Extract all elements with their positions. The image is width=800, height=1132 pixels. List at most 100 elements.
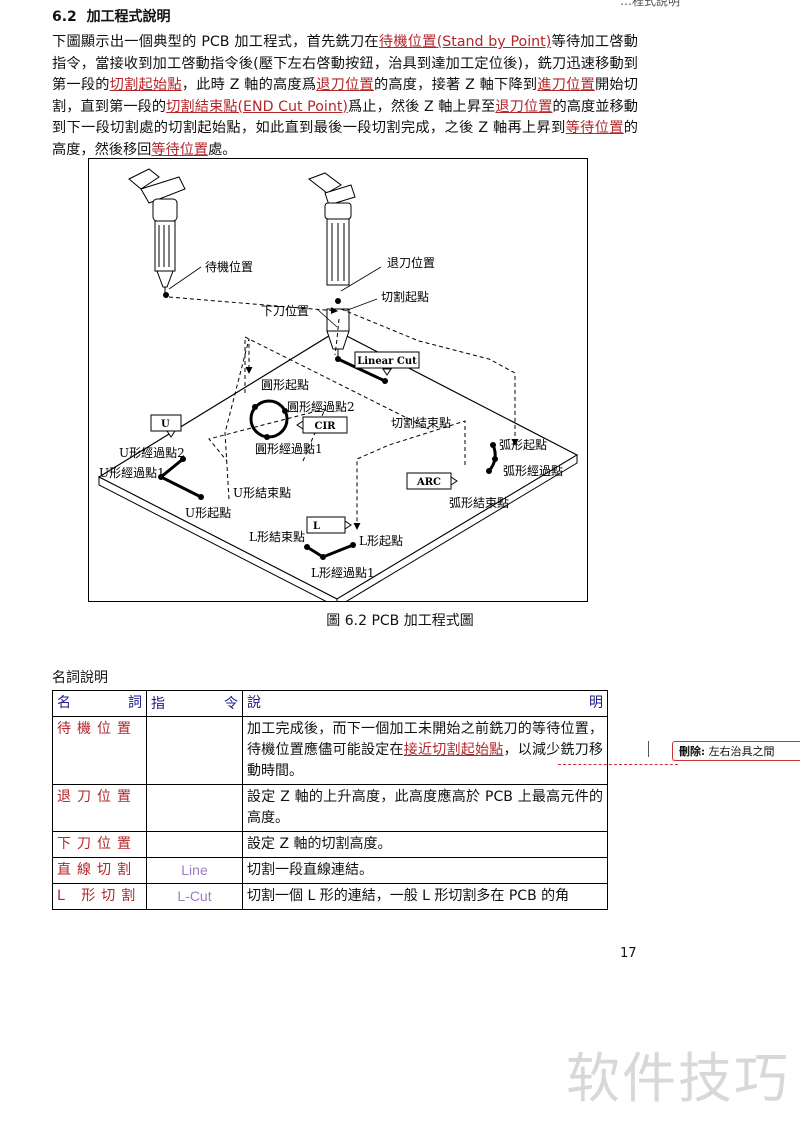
paragraph-text: 處。 (208, 141, 237, 158)
term-description: 切割一個 L 形的連結，一般 L 形切割多在 PCB 的角 (242, 883, 608, 910)
term-link[interactable]: 待機位置(Stand by Point) (378, 34, 552, 50)
description-text: 設定 Z 軸的切割高度。 (247, 836, 392, 852)
term-link[interactable]: 退刀位置 (316, 77, 374, 93)
label-u-pass1: U形經過點1 (99, 466, 165, 480)
svg-text:Linear Cut: Linear Cut (357, 356, 417, 367)
header-name: 名詞 (52, 690, 147, 717)
revision-connector (558, 764, 678, 765)
term-link[interactable]: 等待位置 (565, 120, 624, 136)
section-title: 6.2 加工程式說明 (52, 6, 171, 26)
label-u-start: U形起點 (185, 506, 231, 520)
label-cut-end: 切割結束點 (391, 415, 451, 430)
terms-table: 名詞 指令 說明 待機位置 加工完成後，而下一個加工未開始之前銑刀的等待位置，待機… (52, 690, 608, 910)
paragraph-text: 開始切割，直到第一段的 (52, 77, 638, 115)
table-header-row: 名詞 指令 說明 (52, 690, 608, 717)
label-cut-start: 切割起點 (381, 289, 429, 304)
table-row: 退刀位置 設定 Z 軸的上升高度，此高度應高於 PCB 上最高元件的高度。 (52, 784, 608, 832)
revision-balloon[interactable]: 刪除: 左右治具之間 (672, 741, 800, 761)
label-retract: 退刀位置 (387, 255, 435, 270)
l-label: L (306, 516, 352, 534)
table-row: 下刀位置 設定 Z 軸的切割高度。 (52, 831, 608, 858)
label-standby: 待機位置 (205, 259, 253, 274)
term-description: 加工完成後，而下一個加工未開始之前銑刀的等待位置，待機位置應儘可能設定在接近切割… (242, 716, 608, 785)
paragraph-text: ，此時 Z 軸的高度爲 (181, 77, 317, 93)
intro-paragraph: 下圖顯示出一個典型的 PCB 加工程式，首先銑刀在待機位置(Stand by P… (52, 32, 638, 161)
cutter-retract-icon (307, 172, 356, 286)
paragraph-text: 的高度，接著 Z 軸下降到 (373, 77, 538, 93)
arc-label: ARC (406, 472, 458, 490)
pcb-board (97, 330, 579, 608)
label-l-end: L形結束點 (249, 530, 305, 544)
page-number: 17 (620, 946, 637, 961)
label-l-start: L形起點 (359, 534, 403, 548)
linear-cut-label: Linear Cut (354, 351, 420, 376)
term-link[interactable]: 等待位置 (151, 141, 209, 158)
paragraph-text: 的高度並移動到下一段切割處的切割起始點，如此直到最後一段切割完成，之後 Z 軸再… (52, 98, 638, 137)
svg-text:CIR: CIR (315, 421, 337, 432)
header-desc: 說明 (242, 690, 608, 717)
cir-label: CIR (296, 416, 348, 434)
label-l-pass1: L形經過點1 (311, 566, 375, 580)
term-link[interactable]: 退刀位置 (495, 98, 553, 115)
revision-bar (648, 741, 649, 757)
label-circle-pass2: 圓形經過點2 (287, 400, 355, 414)
description-text: 切割一段直線連結。 (247, 862, 373, 878)
watermark: 软件技巧 (566, 1047, 790, 1110)
cutter-lower-icon (326, 308, 350, 357)
term-name: 待機位置 (52, 716, 147, 785)
paragraph-text: 爲止，然後 Z 軸上昇至 (347, 98, 496, 115)
svg-text:U: U (161, 419, 170, 430)
label-arc-start: 弧形起點 (499, 438, 547, 452)
travel-paths (168, 296, 519, 530)
label-circle-pass1: 圓形經過點1 (255, 442, 323, 456)
term-name: 退刀位置 (52, 784, 147, 832)
description-text: ，以減少銑刀移動時間。 (247, 742, 603, 779)
term-link[interactable]: 進刀位置 (537, 77, 595, 93)
cutter-standby-icon (128, 168, 186, 295)
label-circle-start: 圓形起點 (261, 378, 309, 392)
paragraph-text: 下圖顯示出一個典型的 PCB 加工程式，首先銑刀在 (52, 34, 379, 50)
figure-caption: 圖 6.2 PCB 加工程式圖 (326, 613, 474, 629)
running-header: …程式說明 (620, 0, 681, 8)
terms-heading: 名詞說明 (52, 670, 108, 686)
term-command (146, 716, 243, 785)
svg-text:ARC: ARC (416, 477, 441, 488)
term-command: Line (146, 857, 243, 884)
header-cmd: 指令 (146, 690, 243, 717)
u-label: U (150, 414, 182, 438)
term-description: 設定 Z 軸的切割高度。 (242, 831, 608, 858)
term-name: L 形切割 (52, 883, 147, 910)
description-text: 設定 Z 軸的上升高度，此高度應高於 PCB 上最高元件的高度。 (247, 789, 603, 826)
pcb-program-figure: Linear Cut CIR U L ARC (88, 158, 588, 608)
term-name: 下刀位置 (52, 831, 147, 858)
pcb-diagram: Linear Cut CIR U L ARC (97, 168, 579, 608)
term-command: L-Cut (146, 883, 243, 910)
paragraph-text: 的高度，然後移回 (52, 120, 638, 158)
description-text: 切割一個 L 形的連結，一般 L 形切割多在 PCB 的角 (247, 888, 570, 904)
paragraph-text: 等待加工啓動指令，當接收到加工啓動指令後(壓下左右啓動按鈕，治具到達加工定位後)… (52, 34, 638, 93)
term-command (146, 784, 243, 832)
term-link[interactable]: 接近切割起始點 (403, 742, 504, 758)
label-leaders (168, 266, 382, 328)
label-u-end: U形結束點 (233, 486, 291, 500)
linear-cut-path (337, 357, 386, 383)
section-number: 6.2 (52, 9, 77, 25)
revision-label: 刪除: (679, 745, 706, 758)
term-description: 切割一段直線連結。 (242, 857, 608, 884)
label-u-pass2: U形經過點2 (119, 446, 185, 460)
term-description: 設定 Z 軸的上升高度，此高度應高於 PCB 上最高元件的高度。 (242, 784, 608, 832)
description-text: 加工完成後，而下一個加工未開始之前銑刀的等待位置，待機位置應儘可能設定在 (247, 721, 603, 758)
label-arc-end: 弧形結束點 (449, 496, 509, 510)
label-lower: 下刀位置 (261, 303, 309, 318)
label-arc-pass: 弧形經過點 (503, 464, 563, 478)
term-command (146, 831, 243, 858)
term-link[interactable]: 切割起始點 (109, 77, 182, 93)
section-title-text: 加工程式說明 (86, 9, 171, 25)
table-row: 待機位置 加工完成後，而下一個加工未開始之前銑刀的等待位置，待機位置應儘可能設定在… (52, 716, 608, 785)
term-link[interactable]: 切割結束點(END Cut Point) (166, 98, 348, 115)
svg-text:L: L (313, 521, 320, 532)
revision-text: 左右治具之間 (708, 745, 775, 758)
term-name: 直線切割 (52, 857, 147, 884)
